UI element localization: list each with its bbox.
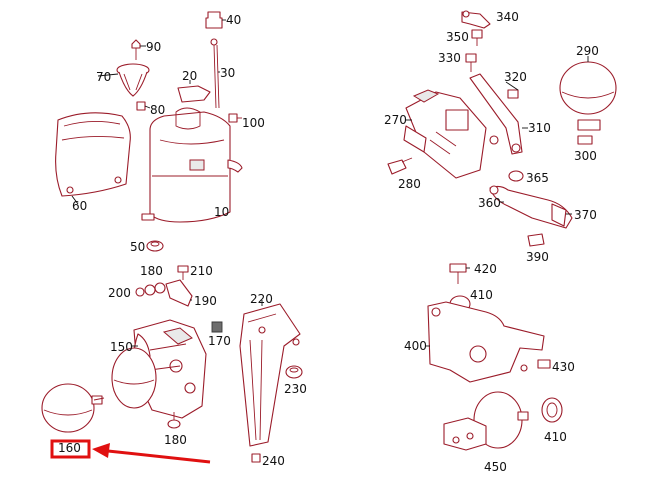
part-50-grommet: [146, 240, 164, 252]
label-410-upper: 410: [470, 288, 493, 302]
part-350-bolt: [471, 29, 483, 46]
label-330: 330: [438, 51, 461, 65]
label-280: 280: [398, 177, 421, 191]
label-70: 70: [96, 70, 111, 84]
part-300-mount: [577, 119, 601, 145]
group-bracket-sphere: [426, 263, 563, 451]
label-340: 340: [496, 10, 519, 24]
label-360: 360: [478, 196, 501, 210]
label-50: 50: [130, 240, 145, 254]
label-160: 160: [58, 441, 81, 455]
part-330-nut: [465, 53, 477, 72]
part-365-nut: [508, 170, 524, 182]
part-290-sphere: [559, 56, 617, 115]
highlight-box: [50, 439, 91, 459]
label-430: 430: [552, 360, 575, 374]
label-180-bottom: 180: [164, 433, 187, 447]
part-210-screw: [177, 265, 189, 280]
label-230: 230: [284, 382, 307, 396]
label-220: 220: [250, 292, 273, 306]
part-150-reservoir-sphere: [111, 347, 157, 409]
label-240: 240: [262, 454, 285, 468]
part-labels: 40 90 30 70 20 80 100 60 10 50 340 350 3…: [58, 10, 599, 474]
label-400: 400: [404, 339, 427, 353]
highlight-arrow-line: [107, 449, 211, 464]
label-365: 365: [526, 171, 549, 185]
part-420-nut: [449, 263, 470, 284]
label-200: 200: [108, 286, 131, 300]
label-190: 190: [194, 294, 217, 308]
label-290: 290: [576, 44, 599, 58]
part-410-lower: [541, 397, 563, 423]
part-400-bracket: [426, 301, 545, 383]
label-210: 210: [190, 264, 213, 278]
label-60: 60: [72, 199, 87, 213]
part-10-reservoir: [141, 107, 243, 223]
part-240-screw: [251, 453, 261, 463]
part-100-screw: [228, 113, 242, 123]
label-30: 30: [220, 66, 235, 80]
part-160-accumulator: [41, 383, 105, 433]
part-90-bolt: [131, 39, 146, 60]
label-10: 10: [214, 205, 229, 219]
label-420: 420: [474, 262, 497, 276]
part-30-dipstick: [210, 38, 220, 109]
label-450: 450: [484, 460, 507, 474]
part-270-valve-block: [403, 89, 487, 179]
part-20-gasket: [177, 80, 211, 103]
part-230-grommet: [285, 365, 303, 379]
label-410-lower: 410: [544, 430, 567, 444]
label-20: 20: [182, 69, 197, 83]
part-310-bracket: [469, 73, 528, 155]
label-300: 300: [574, 149, 597, 163]
highlight-arrow-head: [92, 443, 110, 458]
label-270: 270: [384, 113, 407, 127]
part-450-accumulator: [443, 391, 529, 451]
group-reservoir: [55, 11, 243, 252]
part-390-clip: [527, 233, 545, 247]
part-60-heat-shield: [55, 112, 131, 205]
label-370: 370: [574, 208, 597, 222]
label-320: 320: [504, 70, 527, 84]
group-pump: [41, 265, 303, 463]
label-180-top: 180: [140, 264, 163, 278]
part-370-bracket: [489, 185, 573, 229]
label-170: 170: [208, 334, 231, 348]
part-180-plug: [167, 412, 181, 429]
label-90: 90: [146, 40, 161, 54]
part-340-bracket: [461, 10, 491, 29]
part-80-clip: [136, 101, 151, 111]
label-150: 150: [110, 340, 133, 354]
part-170-bolt: [211, 321, 223, 333]
label-310: 310: [528, 121, 551, 135]
highlight-annotation: [50, 439, 211, 464]
label-80: 80: [150, 103, 165, 117]
part-190-bracket: [165, 279, 193, 307]
part-40-cap: [205, 11, 226, 29]
part-280-sensor: [387, 157, 413, 175]
label-40: 40: [226, 13, 241, 27]
label-390: 390: [526, 250, 549, 264]
part-220-shield: [239, 300, 301, 447]
label-100: 100: [242, 116, 265, 130]
label-350: 350: [446, 30, 469, 44]
part-430-nut: [537, 359, 551, 369]
part-70-filler-neck: [97, 63, 150, 97]
part-320-bolt: [505, 81, 519, 99]
part-200-washer: [135, 282, 166, 297]
group-valve-unit: [387, 10, 617, 247]
